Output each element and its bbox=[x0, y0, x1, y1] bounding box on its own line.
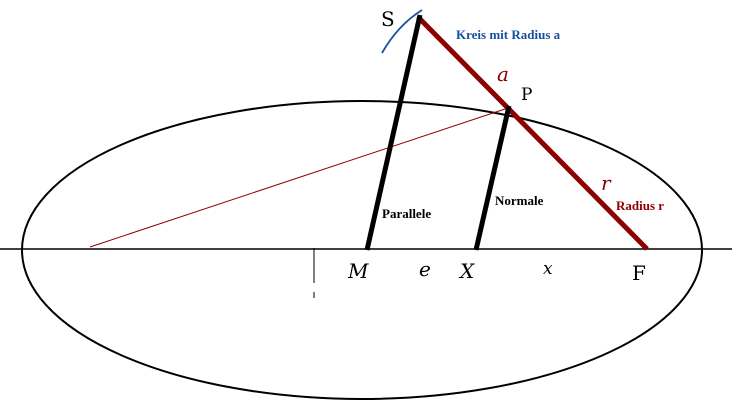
circle-arc bbox=[381, 9, 423, 54]
parallel-line bbox=[364, 14, 423, 251]
ellipse bbox=[21, 100, 703, 400]
normal-line bbox=[473, 105, 512, 251]
label-P: P bbox=[521, 85, 532, 105]
label-a: a bbox=[497, 62, 509, 86]
label-F: F bbox=[632, 261, 646, 285]
label-X: X bbox=[458, 259, 475, 283]
focal-line-thin bbox=[89, 107, 509, 248]
label-r: r bbox=[601, 171, 612, 195]
label-normal: Normale bbox=[495, 193, 544, 208]
label-x: x bbox=[543, 259, 553, 279]
label-e: e bbox=[419, 257, 431, 281]
label-M: M bbox=[347, 259, 369, 283]
label-parallel: Parallele bbox=[382, 206, 431, 221]
circle-caption: Kreis mit Radius a bbox=[456, 27, 561, 42]
radius-caption: Radius r bbox=[616, 198, 664, 213]
label-S: S bbox=[381, 7, 395, 31]
radius-line bbox=[416, 15, 649, 251]
